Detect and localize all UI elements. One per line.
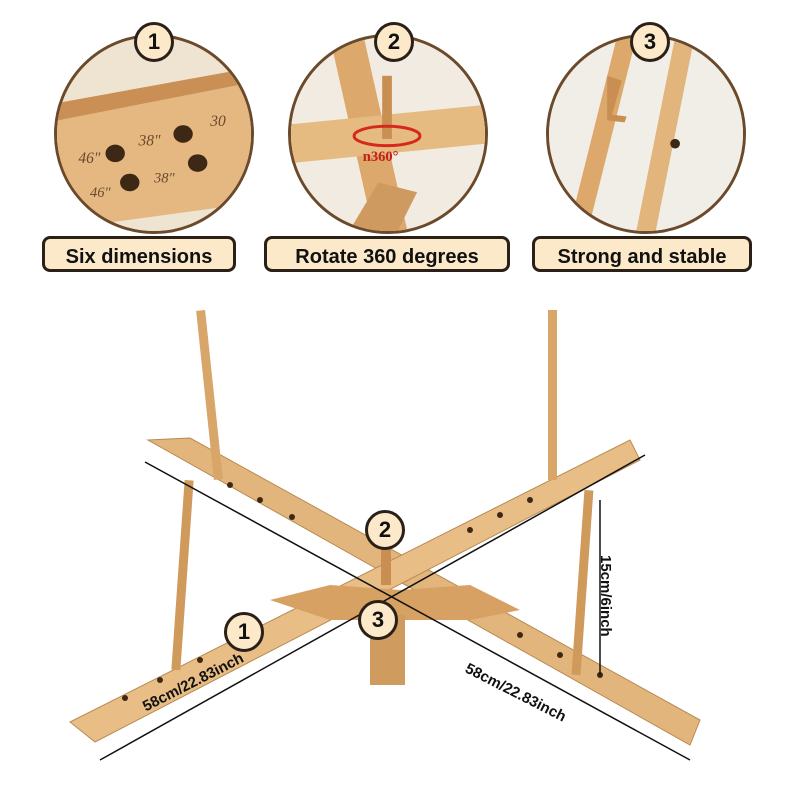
mark-38-bottom: 38": [153, 171, 176, 187]
callout-badge-3: 3: [358, 600, 398, 640]
feature-label: Rotate 360 degrees: [264, 236, 510, 272]
feature-label: Six dimensions: [42, 236, 236, 272]
mark-38-top: 38": [137, 133, 161, 150]
mark-46-top: 46": [78, 150, 101, 167]
detail-image-holes: 46" 38" 30 46" 38": [54, 34, 254, 234]
feature-number-badge: 2: [374, 22, 414, 62]
mark-46-bottom: 46": [90, 185, 112, 201]
feature-number-badge: 3: [630, 22, 670, 62]
feature-number-badge: 1: [134, 22, 174, 62]
callout-badge-1: 1: [224, 612, 264, 652]
mark-30-top: 30: [209, 113, 226, 130]
callout-badge-2: 2: [365, 510, 405, 550]
rotation-text: n360°: [363, 149, 399, 165]
detail-image-pivot: n360°: [288, 34, 488, 234]
detail-image-joint: [546, 34, 746, 234]
height-dimension: 15cm/6inch: [597, 555, 614, 637]
yarn-swift-illustration: [0, 290, 800, 800]
feature-label: Strong and stable: [532, 236, 752, 272]
